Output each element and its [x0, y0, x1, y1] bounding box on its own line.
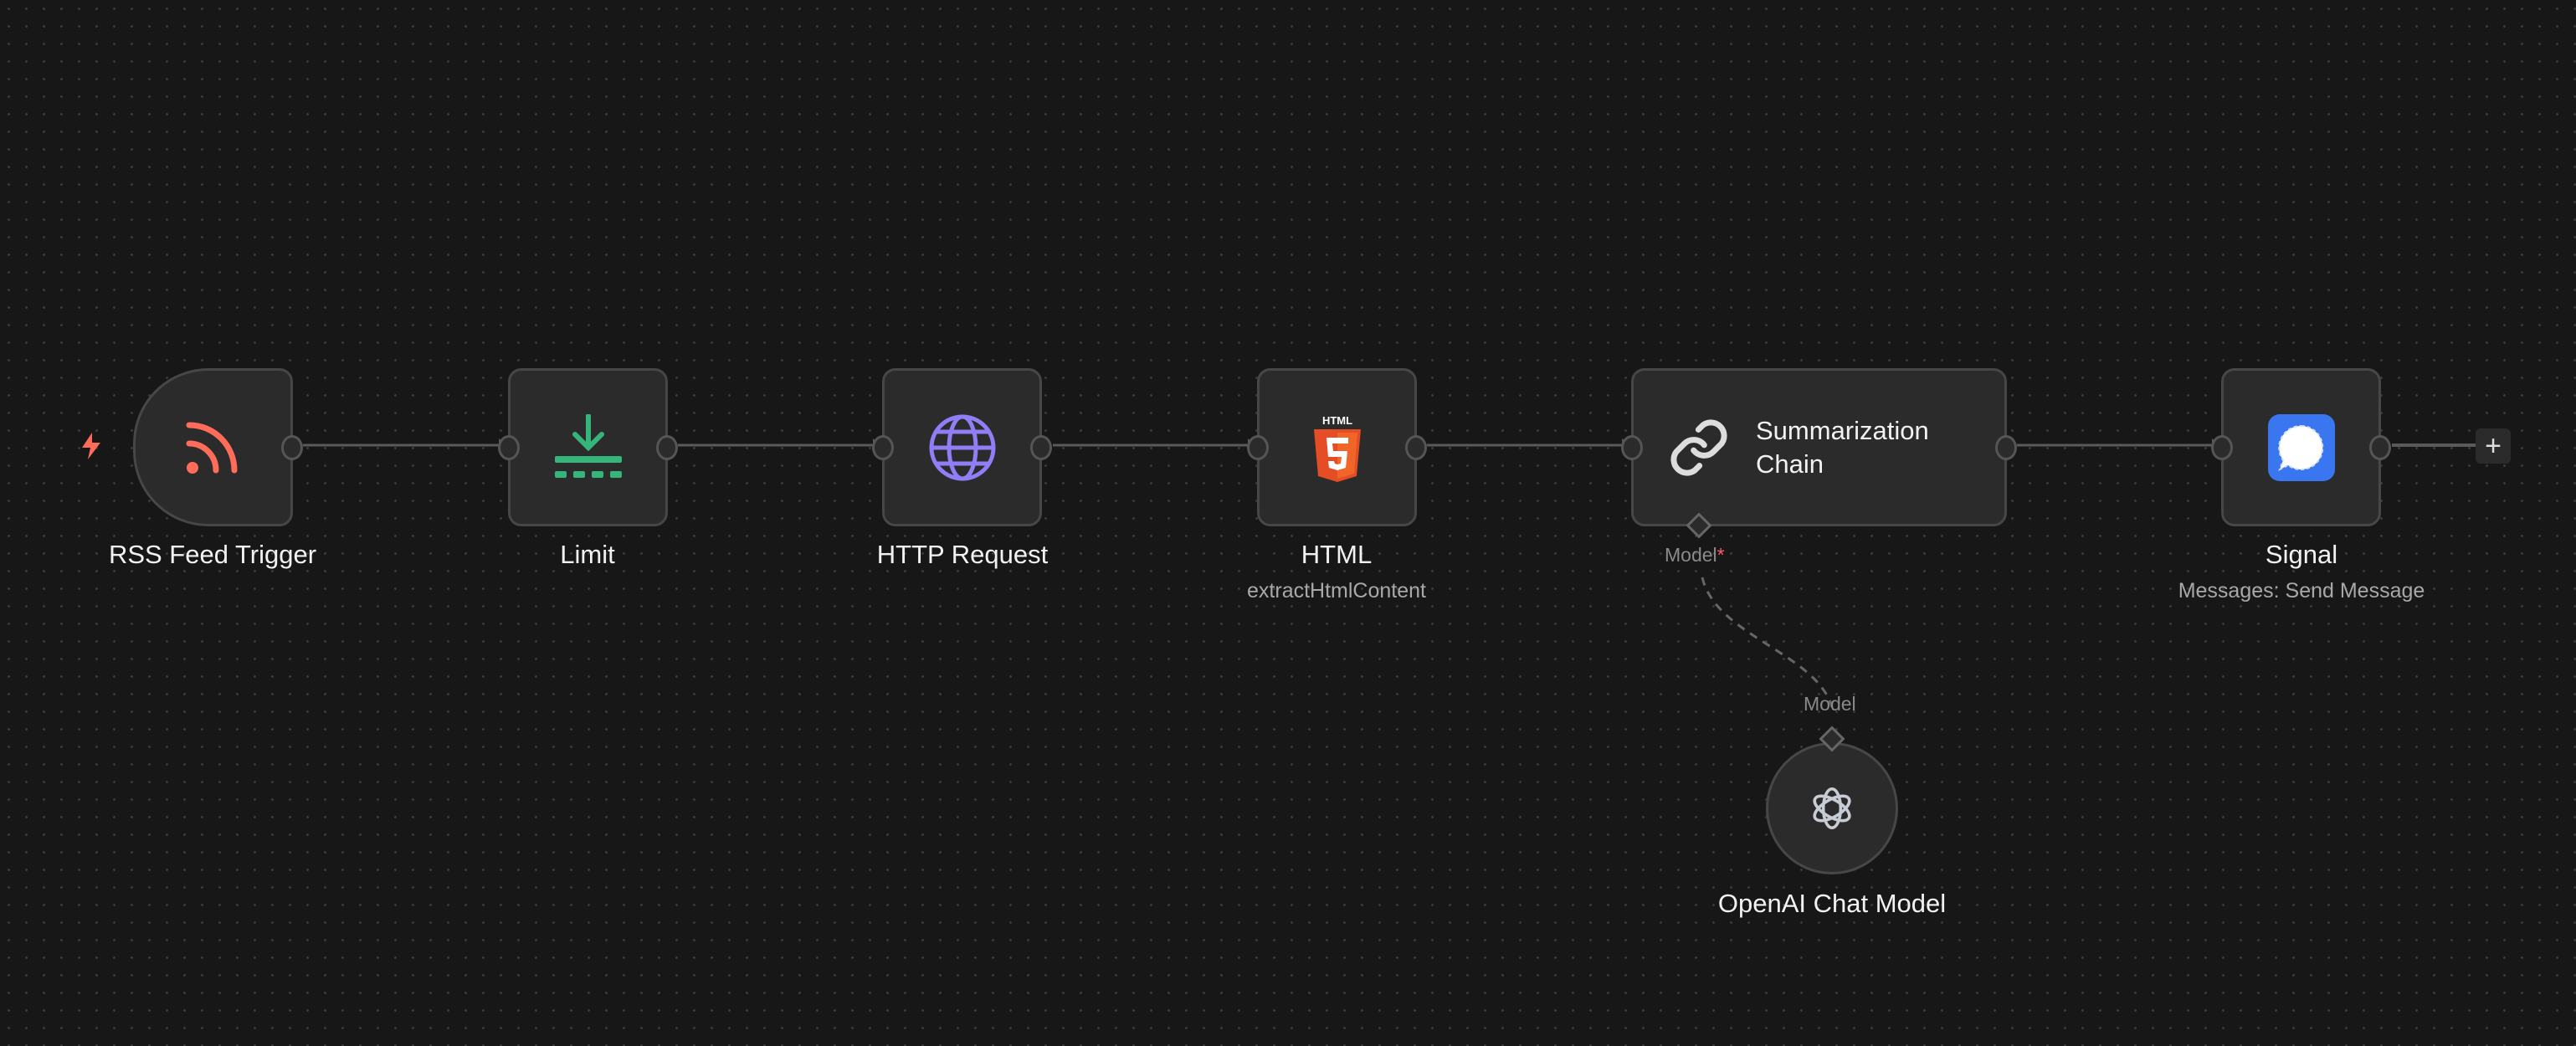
- openai-icon: [1813, 787, 1851, 830]
- input-handle[interactable]: [2211, 434, 2233, 460]
- add-node-button[interactable]: +: [2476, 428, 2511, 464]
- required-mark: *: [1716, 544, 1725, 566]
- signal-icon: [2267, 413, 2335, 481]
- output-handle[interactable]: [281, 434, 303, 460]
- input-handle[interactable]: [498, 434, 520, 460]
- input-handle[interactable]: [872, 434, 894, 460]
- html5-icon: HTML: [1313, 414, 1361, 482]
- node-http-request[interactable]: [872, 368, 1052, 526]
- output-handle[interactable]: [1030, 434, 1052, 460]
- output-handle[interactable]: [656, 434, 678, 460]
- node-label-line2: Chain: [1756, 449, 1824, 479]
- svg-text:HTML: HTML: [1321, 414, 1352, 427]
- input-handle[interactable]: [1247, 434, 1269, 460]
- node-openai-chat-model[interactable]: [1766, 742, 1898, 874]
- node-subtitle: extractHtmlContent: [1247, 579, 1426, 602]
- output-handle[interactable]: [2369, 434, 2391, 460]
- node-label: OpenAI Chat Model: [1717, 889, 1947, 918]
- node-label: Signal: [2265, 540, 2338, 569]
- input-handle[interactable]: [1621, 434, 1643, 460]
- node-subtitle: Messages: Send Message: [2178, 579, 2425, 602]
- output-handle[interactable]: [1405, 434, 1427, 460]
- node-limit[interactable]: [498, 368, 678, 526]
- rss-icon: [186, 422, 237, 474]
- link-icon: [1670, 418, 1727, 476]
- node-label: Limit: [560, 540, 615, 569]
- node-label: HTTP Request: [876, 540, 1049, 569]
- node-label: RSS Feed Trigger: [108, 540, 317, 569]
- node-label: HTML: [1301, 540, 1373, 569]
- node-rss-feed-trigger[interactable]: [133, 368, 303, 526]
- port-label-text: Model: [1665, 544, 1717, 566]
- node-signal[interactable]: [2211, 368, 2391, 526]
- globe-icon: [929, 414, 995, 480]
- node-label-line1: Summarization: [1756, 415, 1929, 445]
- model-output-port-label: Model: [1804, 693, 1856, 715]
- output-handle[interactable]: [1995, 434, 2017, 460]
- edge-model-dashed: [1701, 577, 1834, 708]
- node-html[interactable]: HTML: [1247, 368, 1427, 526]
- limit-icon: [554, 413, 622, 478]
- model-port-label: Model*: [1665, 544, 1725, 567]
- trigger-bolt-icon: [82, 433, 100, 459]
